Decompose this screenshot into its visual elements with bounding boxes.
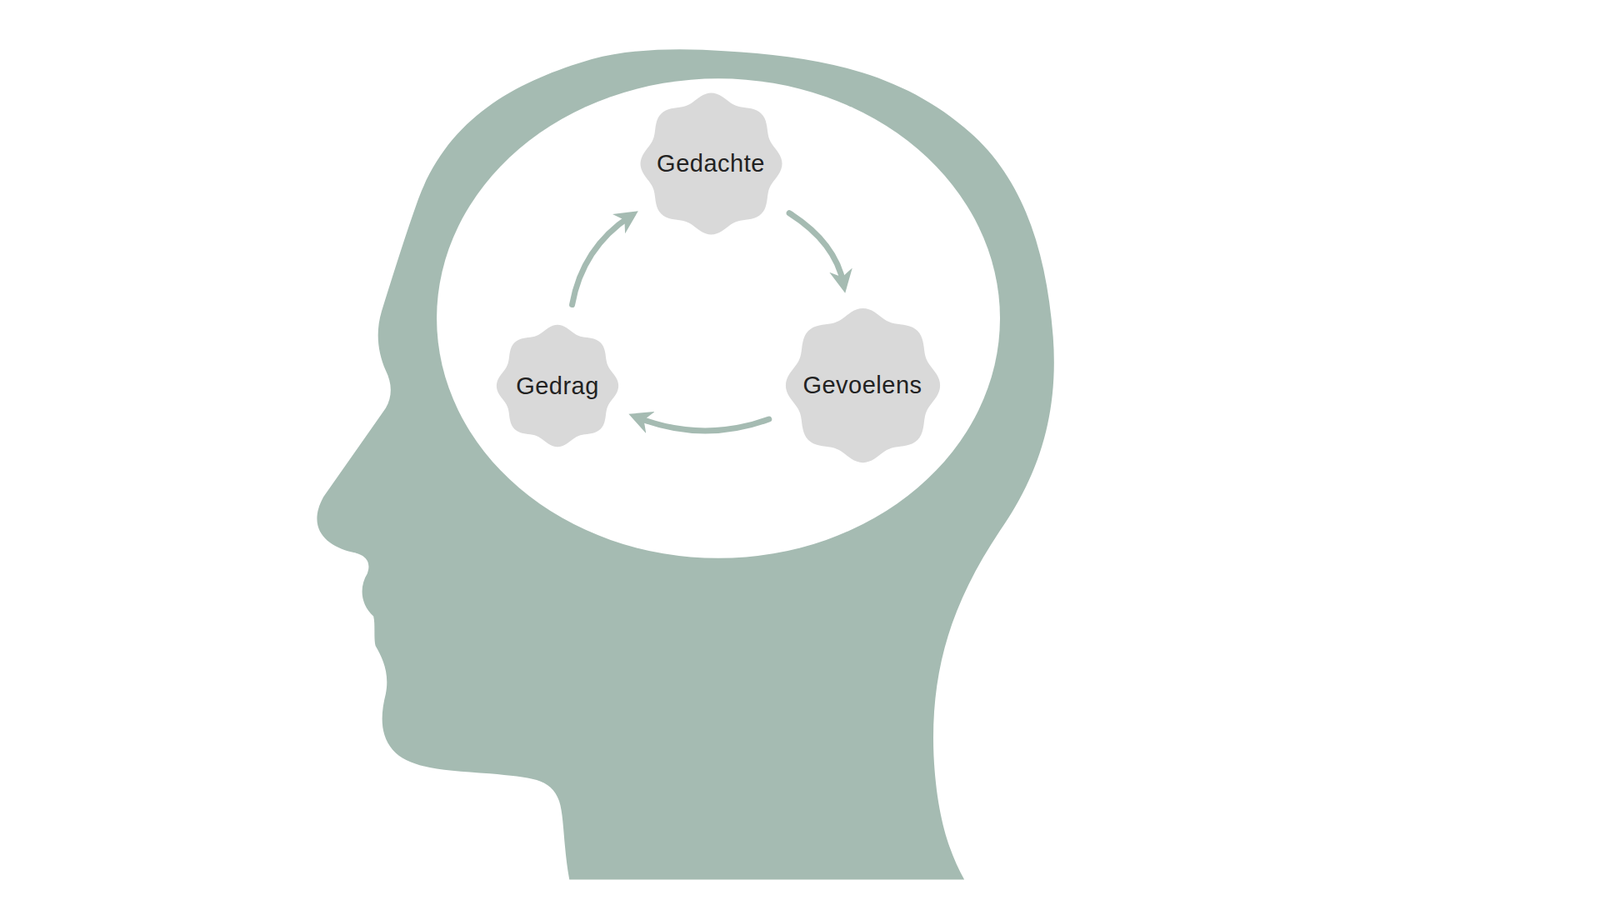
cycle-arrow [572,215,631,305]
thought-badge: Gedrag [493,321,622,450]
node-label: Gedachte [656,150,765,178]
cycle-arrow [789,213,844,285]
thought-badge: Gevoelens [781,304,945,467]
brain-area [436,78,1000,559]
cycle-arrow [637,417,770,431]
node-label: Gevoelens [802,371,922,400]
node-label: Gedrag [515,372,600,400]
head-silhouette [316,49,1054,880]
thought-badge: Gedachte [636,89,786,239]
